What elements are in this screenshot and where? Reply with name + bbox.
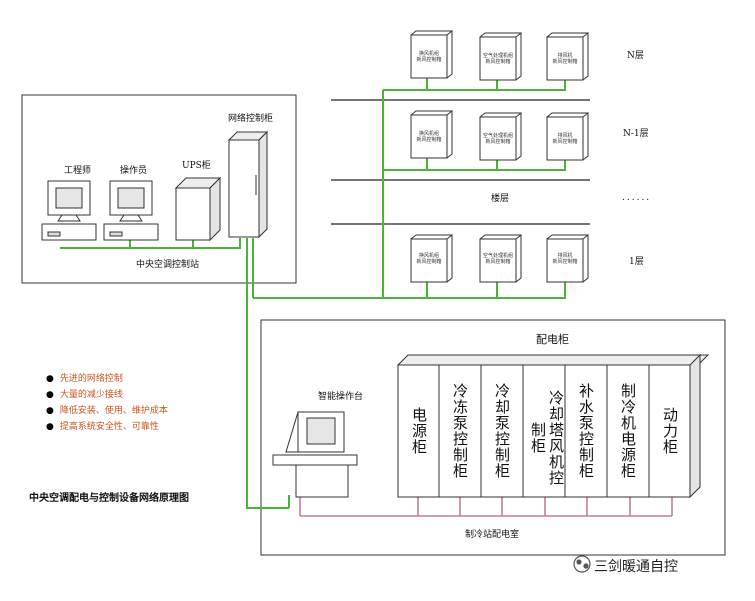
unit-label: 换风机组 新风控制箱 — [416, 131, 442, 143]
control-station-caption: 中央空调控制站 — [136, 260, 200, 270]
floor-label-middle: 楼层 — [491, 194, 510, 204]
operator-label: 操作员 — [120, 166, 148, 176]
floor-label-n1: N-1层 — [623, 129, 649, 139]
cabinet-label-chiller-power: 制冷机电源柜 — [619, 383, 637, 479]
floor-separators — [331, 99, 590, 225]
cabinet-label-makeup-pump: 补水泵控制柜 — [577, 383, 595, 479]
network-cabinet-label: 网络控制柜 — [228, 114, 274, 124]
unit-label: 换风机组 新风控制箱 — [416, 253, 442, 265]
distribution-title: 配电柜 — [536, 333, 569, 346]
feature-item: 先进的网络控制 — [46, 373, 168, 389]
feature-item: 提高系统安全性、可靠性 — [46, 421, 168, 437]
feature-item: 降低安装、使用、维护成本 — [46, 405, 168, 421]
cabinet-label-motive-power: 动力柜 — [661, 407, 679, 455]
floor-n1-boxes — [410, 109, 589, 161]
unit-label: 换风机组 新风控制箱 — [416, 51, 442, 63]
cabinet-label-chilled-pump: 冷冻泵控制柜 — [451, 383, 469, 479]
feature-item: 大量的减少接线 — [46, 389, 168, 405]
power-lines — [299, 497, 673, 517]
network-lines — [60, 78, 566, 509]
cabinet-label-tower-fan: 冷却塔风机控制柜 — [529, 390, 565, 486]
floor-n-boxes — [410, 29, 589, 81]
console-label: 智能操作台 — [318, 392, 364, 402]
unit-label: 空气处理机组 新风控制箱 — [482, 133, 513, 145]
operator-computer — [103, 180, 159, 241]
diagram-title: 中央空调配电与控制设备网络原理图 — [29, 493, 189, 504]
unit-label: 空气处理机组 新风控制箱 — [482, 53, 513, 65]
unit-label: 排风机 新风控制箱 — [552, 53, 578, 65]
unit-label: 空气处理机组 新风控制箱 — [482, 253, 513, 265]
ups-cabinet — [174, 176, 222, 242]
brand-logo — [573, 555, 591, 573]
distribution-cabinets — [396, 353, 710, 499]
floor-1-boxes — [410, 233, 589, 283]
unit-label: 排风机 新风控制箱 — [552, 253, 578, 265]
cabinet-label-cooling-pump: 冷却泵控制柜 — [493, 383, 511, 479]
distribution-caption: 制冷站配电室 — [465, 530, 520, 540]
brand-name: 三剑暖通自控 — [594, 559, 678, 575]
intelligent-console — [272, 411, 358, 498]
unit-label: 排风机 新风控制箱 — [552, 133, 578, 145]
engineer-label: 工程师 — [64, 166, 92, 176]
floor-control-boxes — [410, 29, 589, 283]
engineer-computer — [41, 180, 97, 241]
control-station-frame — [21, 94, 297, 284]
distribution-room-frame — [260, 319, 726, 556]
cabinet-label-power: 电源柜 — [410, 407, 428, 455]
network-control-cabinet — [227, 130, 269, 239]
floor-ellipsis: ...... — [622, 193, 652, 203]
floor-label-1: 1层 — [629, 257, 644, 267]
ups-label: UPS柜 — [182, 161, 211, 171]
floor-label-n: N层 — [627, 51, 644, 61]
feature-list: 先进的网络控制 大量的减少接线 降低安装、使用、维护成本 提高系统安全性、可靠性 — [46, 373, 168, 437]
